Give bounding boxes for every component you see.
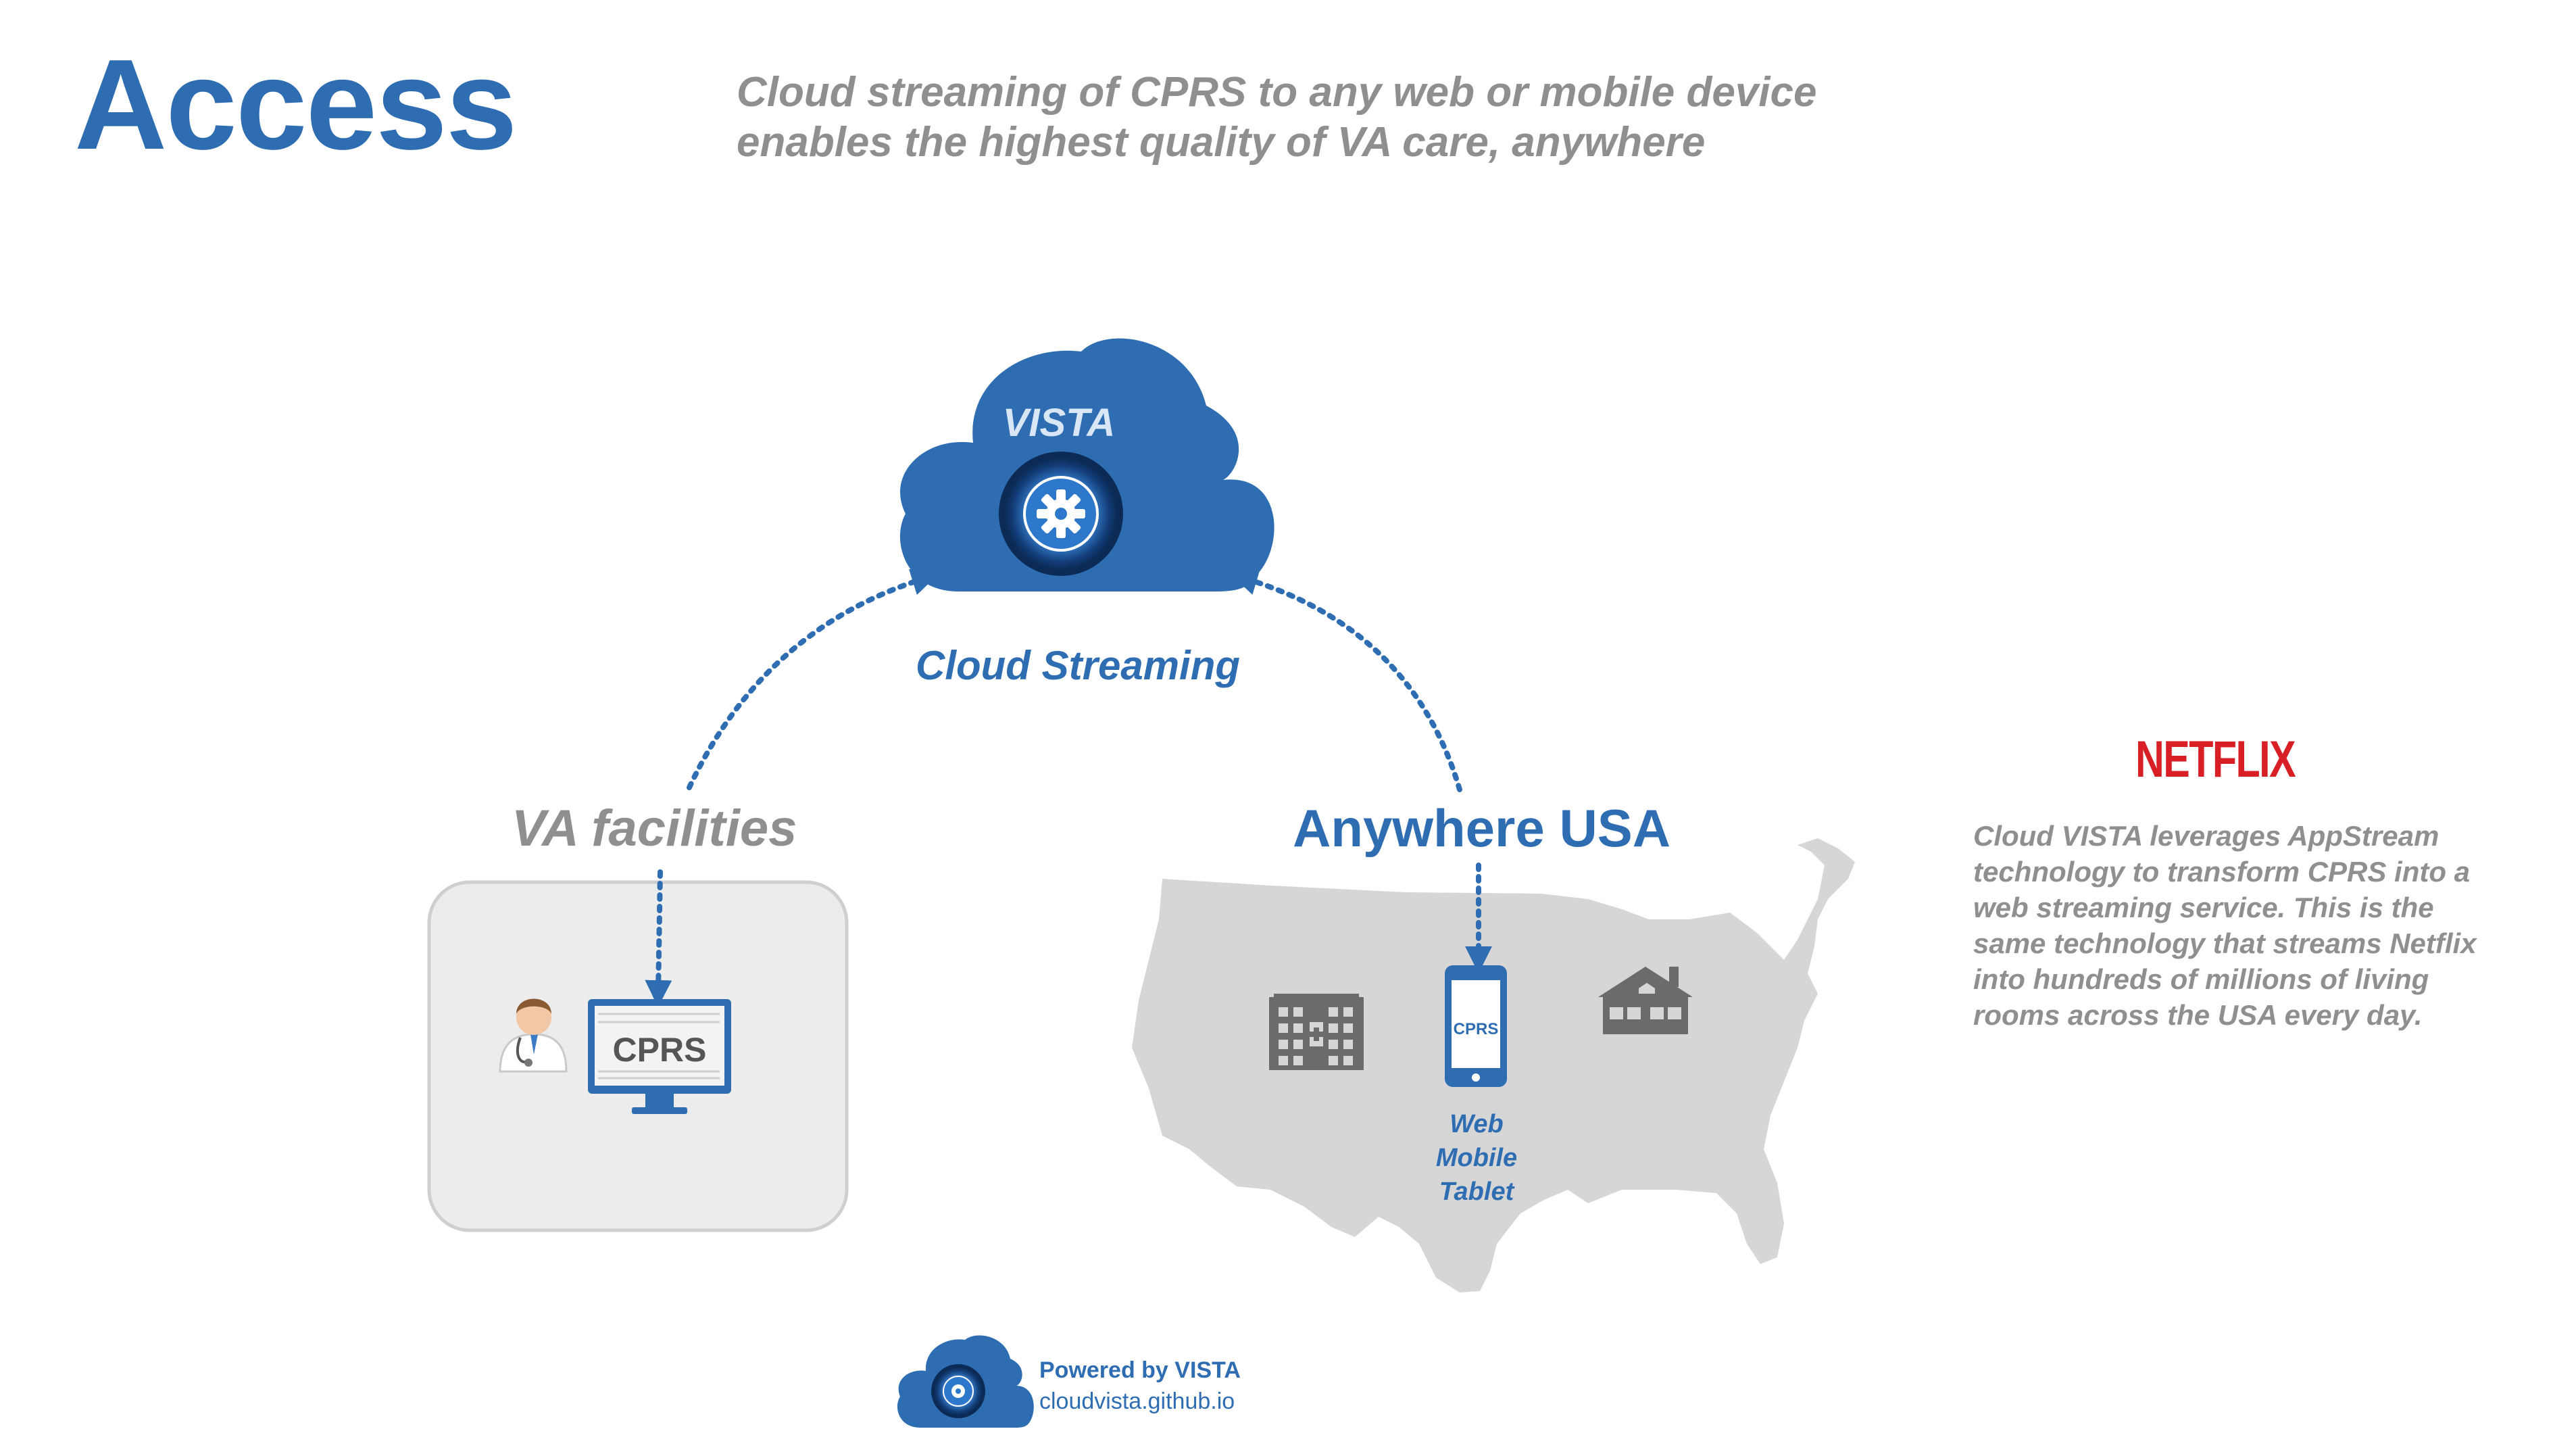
description-line: technology to transform CPRS into a (1973, 856, 2471, 888)
footer-url-link[interactable]: cloudvista.github.io (1039, 1388, 1235, 1414)
facility-down-arrow (645, 869, 672, 1007)
phone-icon: CPRS (1445, 965, 1507, 1087)
device-labels: Web Mobile Tablet (1433, 1107, 1520, 1209)
gear-icon (999, 452, 1123, 576)
powered-by-footer: Powered by VISTA cloudvista.github.io (1039, 1355, 1241, 1417)
hospital-icon (1269, 994, 1364, 1070)
device-label-web: Web (1450, 1110, 1504, 1138)
powered-by-cloud-logo (897, 1335, 1034, 1428)
usa-to-cloud-arrow (1230, 568, 1462, 792)
device-label-tablet: Tablet (1439, 1178, 1514, 1206)
monitor-icon: CPRS (588, 999, 731, 1114)
va-facilities-label: VA facilities (512, 800, 797, 857)
description-line: same technology that streams Netflix (1973, 927, 2477, 959)
description-line: Cloud VISTA leverages AppStream (1973, 820, 2439, 852)
facility-to-cloud-arrow (687, 568, 939, 790)
doctor-icon (499, 998, 568, 1073)
phone-cprs-text: CPRS (1454, 1020, 1499, 1038)
house-icon (1598, 967, 1693, 1034)
anywhere-usa-label: Anywhere USA (1293, 798, 1671, 858)
page-title: Access (74, 33, 518, 176)
netflix-description: Cloud VISTA leverages AppStream technolo… (1973, 818, 2568, 1033)
device-label-mobile: Mobile (1435, 1144, 1518, 1172)
vista-cloud: VISTA (899, 338, 1274, 591)
description-line: web streaming service. This is the (1973, 892, 2434, 923)
powered-by-text: Powered by VISTA (1039, 1357, 1241, 1383)
gear-icon (931, 1364, 985, 1418)
netflix-logo: NETFLIX (2135, 731, 2296, 788)
subtitle-line-1: Cloud streaming of CPRS to any web or mo… (737, 69, 1817, 116)
subtitle-line-2: enables the highest quality of VA care, … (737, 119, 1706, 166)
cloud-streaming-label: Cloud Streaming (916, 643, 1241, 688)
cloud-label: VISTA (1003, 401, 1116, 445)
description-line: into hundreds of millions of living (1973, 963, 2429, 995)
description-line: rooms across the USA every day. (1973, 999, 2423, 1031)
page-subtitle: Cloud streaming of CPRS to any web or mo… (737, 68, 1817, 168)
monitor-cprs-text: CPRS (613, 1031, 707, 1069)
